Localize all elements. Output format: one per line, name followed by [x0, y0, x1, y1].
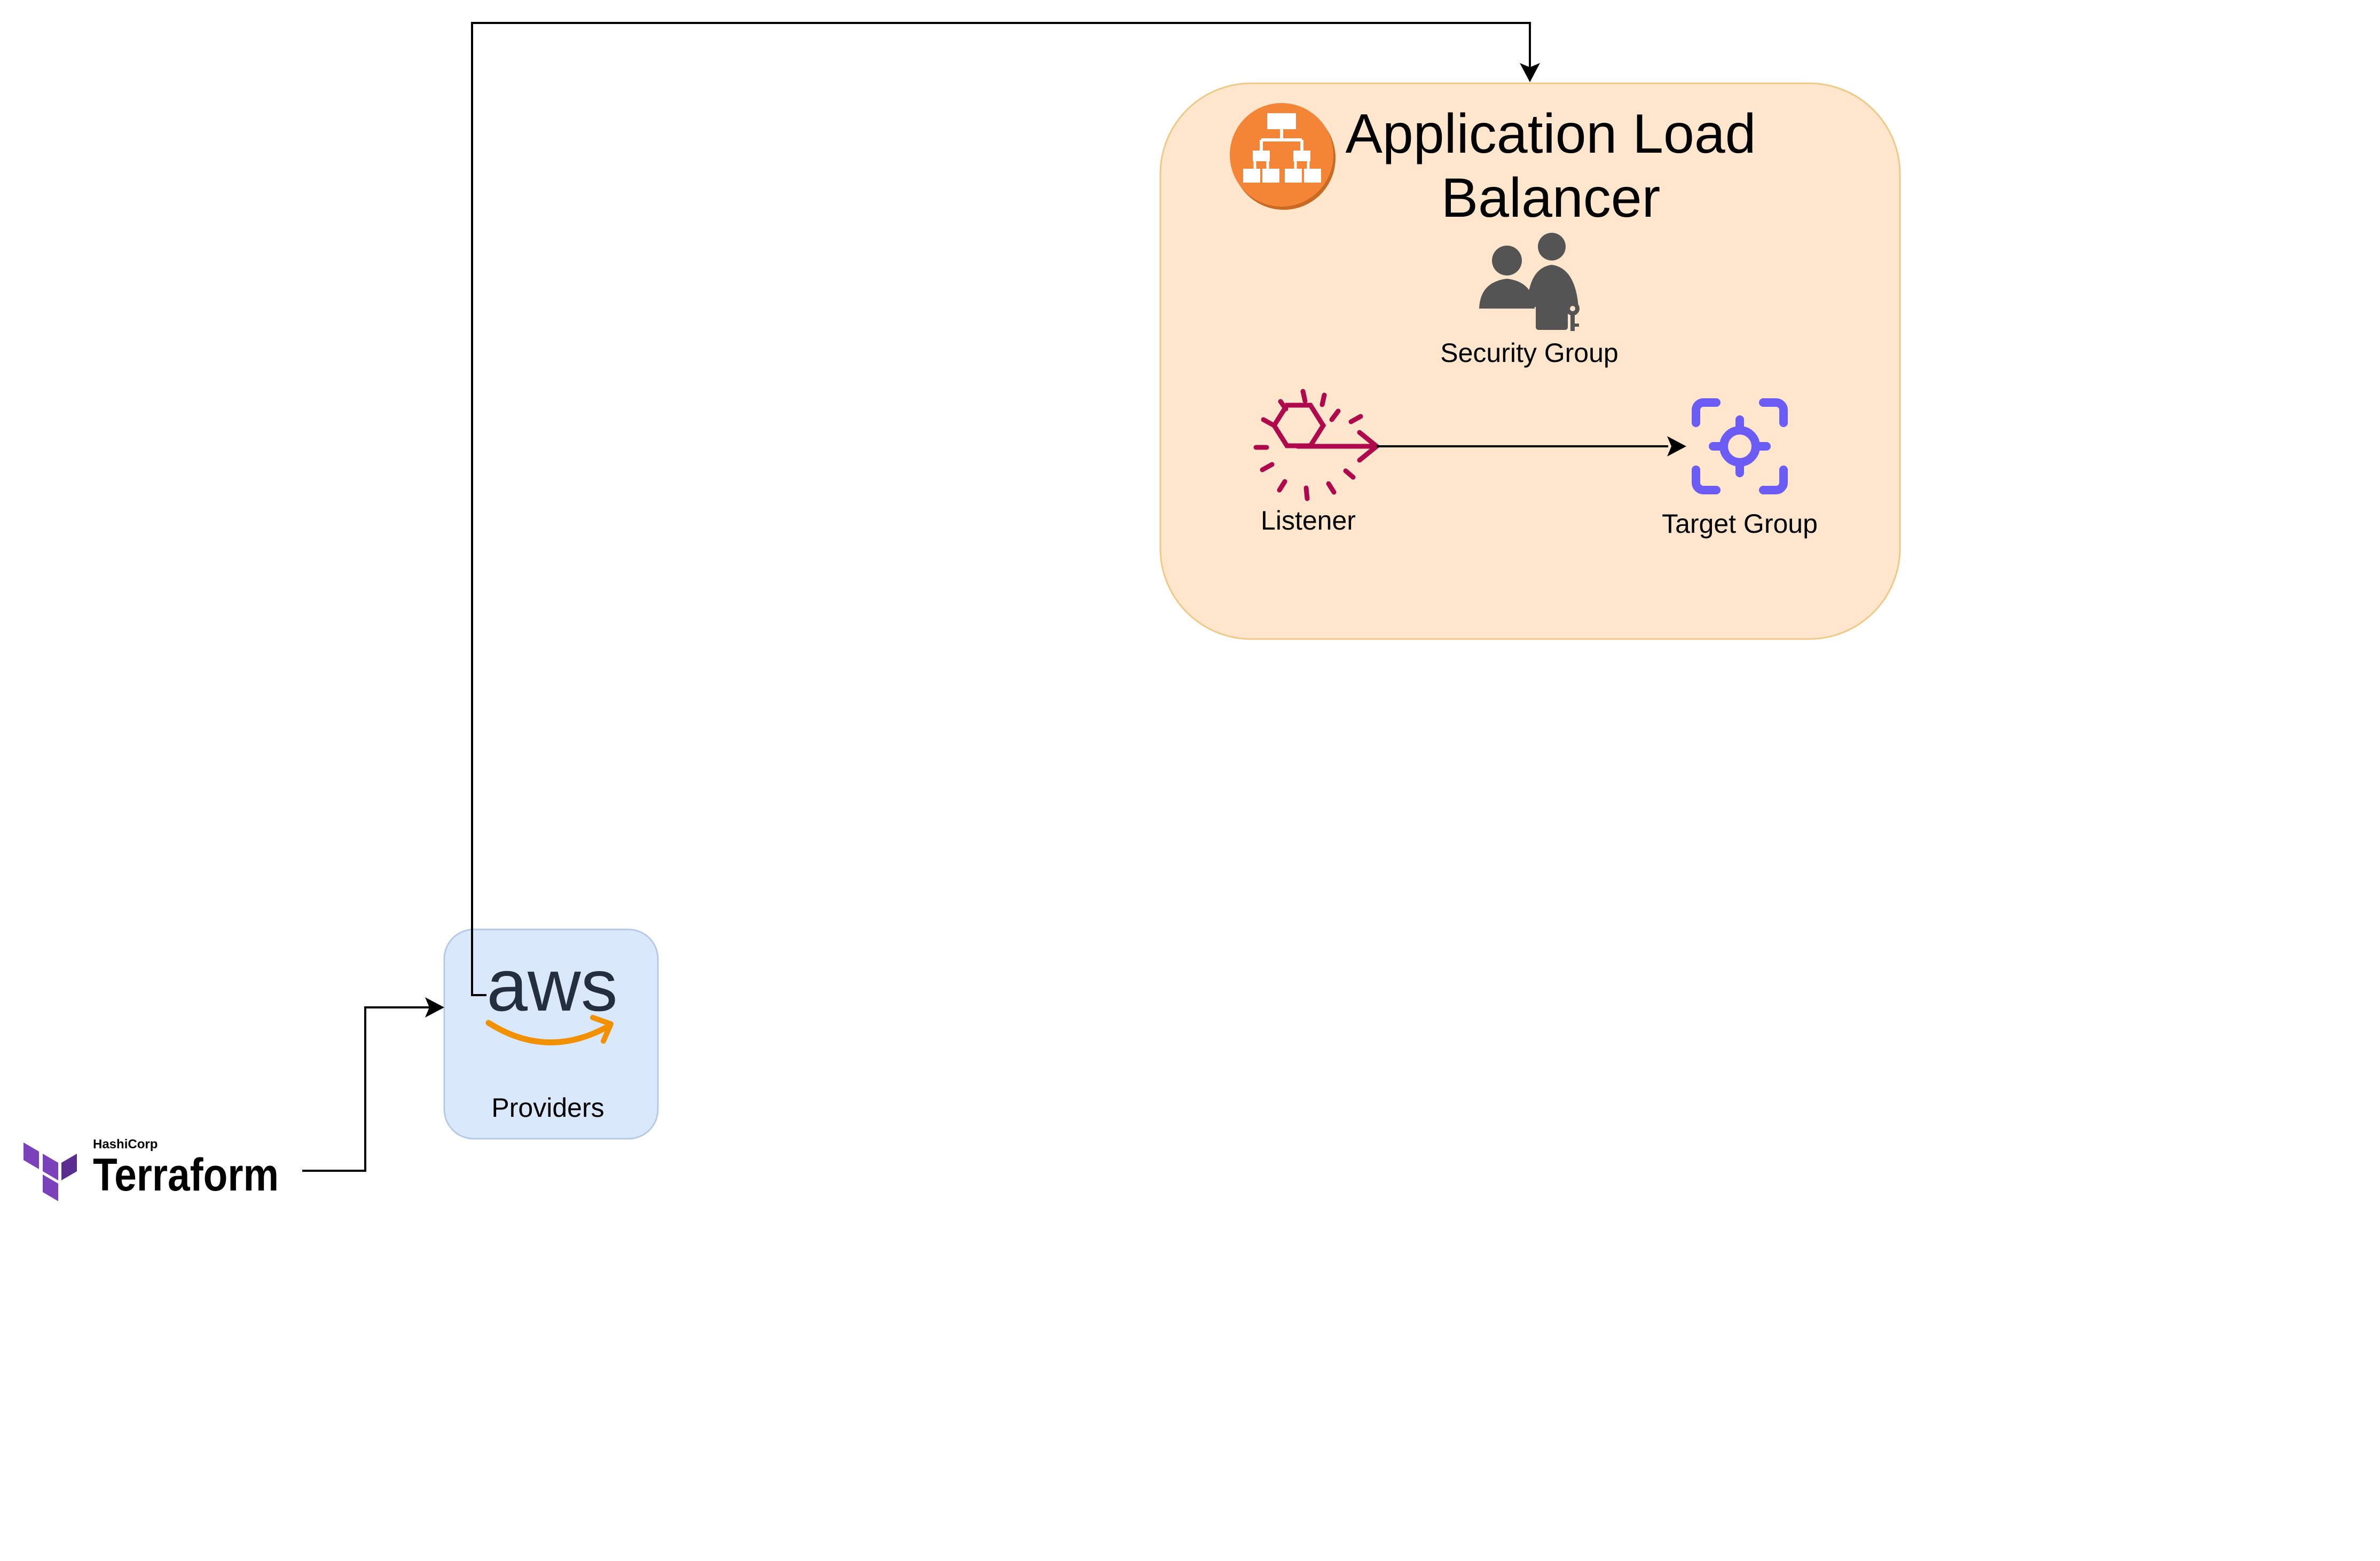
connectors — [302, 22, 1668, 1172]
users-lock-icon — [1479, 233, 1580, 331]
arrowheads — [425, 63, 1686, 1018]
target-crosshair-icon — [1692, 398, 1788, 494]
alb-container[interactable]: Application Load Balancer Security Group — [1159, 82, 1901, 640]
target-group-node[interactable]: Target Group — [1662, 398, 1818, 539]
edge-terraform-to-providers — [302, 1006, 430, 1172]
terraform-logo-icon — [23, 1142, 77, 1201]
arrowhead-target-group — [1667, 436, 1686, 456]
alb-title-line2: Balancer — [1441, 167, 1660, 229]
listener-label: Listener — [1261, 506, 1356, 535]
terraform-company-label: HashiCorp — [93, 1137, 158, 1152]
alb-container-box — [1159, 82, 1901, 640]
security-group-node[interactable]: Security Group — [1440, 233, 1619, 368]
alb-title-line1: Application Load — [1345, 103, 1756, 165]
security-group-label: Security Group — [1440, 338, 1618, 368]
edge-providers-to-alb — [471, 22, 1531, 996]
aws-smile — [485, 1020, 612, 1045]
providers-node[interactable]: aws Providers — [443, 928, 659, 1140]
listener-burst-icon — [1253, 389, 1381, 501]
terraform-product-label: Terraform — [93, 1149, 279, 1201]
target-group-label: Target Group — [1662, 509, 1818, 539]
providers-box — [443, 928, 659, 1140]
arrowhead-providers — [425, 997, 444, 1018]
aws-logo-text: aws — [486, 944, 617, 1027]
elastic-load-balancing-icon — [1230, 103, 1336, 210]
arrowhead-alb — [1520, 63, 1540, 82]
aws-logo-icon: aws — [485, 944, 618, 1045]
terraform-node[interactable]: HashiCorp Terraform — [23, 1137, 279, 1201]
providers-label: Providers — [491, 1093, 604, 1123]
listener-node[interactable]: Listener — [1253, 389, 1381, 535]
